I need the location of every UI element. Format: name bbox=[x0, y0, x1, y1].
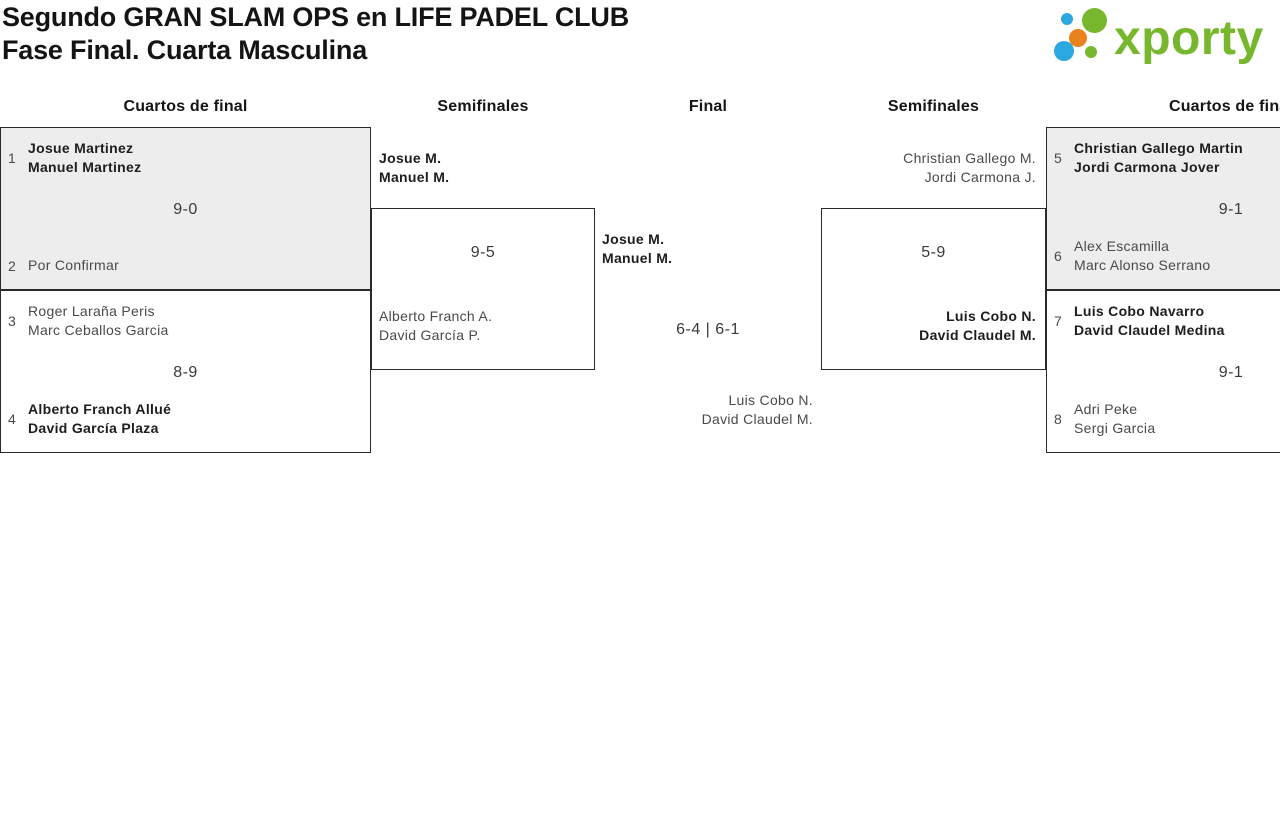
page-title: Segundo GRAN SLAM OPS en LIFE PADEL CLUB… bbox=[2, 1, 629, 67]
seed-number: 3 bbox=[8, 313, 17, 329]
team-entry: 5 Christian Gallego Martin Jordi Carmona… bbox=[1054, 139, 1280, 177]
player-name: Marc Alonso Serrano bbox=[1074, 257, 1211, 273]
team-entry: Josue M. Manuel M. bbox=[602, 230, 813, 268]
tournament-name: Segundo GRAN SLAM OPS en LIFE PADEL CLUB bbox=[2, 2, 630, 32]
logo-dot-icon bbox=[1069, 29, 1087, 47]
match-score: 9-1 bbox=[1218, 364, 1244, 381]
player-name: Josue Martinez bbox=[28, 140, 134, 156]
round-header-quarterfinals-left: Cuartos de final bbox=[123, 98, 248, 115]
team-entry: 6 Alex Escamilla Marc Alonso Serrano bbox=[1054, 237, 1280, 275]
match-score: 5-9 bbox=[921, 244, 946, 261]
player-name: David García P. bbox=[379, 327, 481, 343]
team-entry: Christian Gallego M. Jordi Carmona J. bbox=[829, 149, 1036, 187]
player-name: Manuel Martinez bbox=[28, 159, 142, 175]
phase-name: Fase Final. Cuarta Masculina bbox=[2, 35, 368, 65]
player-name: Christian Gallego M. bbox=[903, 150, 1036, 166]
match-final: Josue M. Manuel M. 6-4 | 6-1 Luis Cobo N… bbox=[595, 208, 821, 433]
player-name: Alberto Franch A. bbox=[379, 308, 493, 324]
seed-number: 4 bbox=[8, 411, 17, 427]
match-box-qf-4: 7 Luis Cobo Navarro David Claudel Medina… bbox=[1046, 290, 1280, 453]
round-header-semifinals-right: Semifinales bbox=[887, 98, 980, 115]
xporty-logo[interactable]: xporty bbox=[1048, 0, 1278, 72]
seed-number: 8 bbox=[1054, 411, 1063, 427]
team-entry: 7 Luis Cobo Navarro David Claudel Medina bbox=[1054, 302, 1280, 340]
round-header-quarterfinals-right: Cuartos de final bbox=[1168, 98, 1280, 115]
team-entry: 2 Por Confirmar bbox=[8, 256, 363, 275]
match-score: 9-0 bbox=[173, 201, 198, 218]
team-entry: 8 Adri Peke Sergi Garcia bbox=[1054, 400, 1280, 438]
player-name: David García Plaza bbox=[28, 420, 159, 436]
match-box-qf-2: 3 Roger Laraña Peris Marc Ceballos Garci… bbox=[0, 290, 371, 453]
player-name: Luis Cobo N. bbox=[728, 392, 813, 408]
team-entry: Luis Cobo N. David Claudel M. bbox=[602, 391, 813, 429]
seed-number: 1 bbox=[8, 150, 17, 166]
logo-dot-icon bbox=[1082, 8, 1107, 33]
player-name: Roger Laraña Peris bbox=[28, 303, 155, 319]
logo-dot-icon bbox=[1061, 13, 1073, 25]
player-name: Sergi Garcia bbox=[1074, 420, 1156, 436]
seed-number: 2 bbox=[8, 257, 17, 274]
team-entry: 4 Alberto Franch Allué David García Plaz… bbox=[8, 400, 363, 438]
player-name: Marc Ceballos Garcia bbox=[28, 322, 169, 338]
player-name: Christian Gallego Martin bbox=[1074, 140, 1243, 156]
player-name: Alberto Franch Allué bbox=[28, 401, 172, 417]
player-name: Adri Peke bbox=[1074, 401, 1138, 417]
player-name: Por Confirmar bbox=[28, 257, 120, 273]
seed-number: 6 bbox=[1054, 248, 1063, 264]
round-header-semifinals-left: Semifinales bbox=[437, 98, 529, 115]
match-score: 6-4 | 6-1 bbox=[676, 321, 740, 338]
team-entry: Luis Cobo N. David Claudel M. bbox=[829, 307, 1036, 345]
round-header-final: Final bbox=[688, 98, 728, 115]
match-score: 9-1 bbox=[1218, 201, 1244, 218]
player-name: Manuel M. bbox=[379, 169, 450, 185]
player-name: Jordi Carmona J. bbox=[924, 169, 1036, 185]
logo-dot-icon bbox=[1054, 41, 1074, 61]
player-name: Alex Escamilla bbox=[1074, 238, 1170, 254]
match-box-qf-3: 5 Christian Gallego Martin Jordi Carmona… bbox=[1046, 127, 1280, 290]
team-entry: 1 Josue Martinez Manuel Martinez bbox=[8, 139, 363, 177]
player-name: Luis Cobo Navarro bbox=[1074, 303, 1205, 319]
player-name: Manuel M. bbox=[602, 250, 673, 266]
logo-dot-icon bbox=[1085, 46, 1097, 58]
match-box-sf-right: Christian Gallego M. Jordi Carmona J. 5-… bbox=[821, 150, 1046, 370]
team-entry: Alberto Franch A. David García P. bbox=[379, 307, 585, 345]
logo-wordmark: xporty bbox=[1114, 12, 1264, 65]
match-score: 8-9 bbox=[173, 364, 198, 381]
seed-number: 5 bbox=[1054, 150, 1063, 166]
player-name: Jordi Carmona Jover bbox=[1074, 159, 1220, 175]
team-entry: Josue M. Manuel M. bbox=[379, 149, 585, 187]
match-box-qf-1: 1 Josue Martinez Manuel Martinez 9-0 2 P… bbox=[0, 127, 371, 290]
player-name: Josue M. bbox=[602, 231, 665, 247]
player-name: Luis Cobo N. bbox=[946, 308, 1036, 324]
player-name: David Claudel Medina bbox=[1074, 322, 1225, 338]
player-name: David Claudel M. bbox=[919, 327, 1036, 343]
team-entry: 3 Roger Laraña Peris Marc Ceballos Garci… bbox=[8, 302, 363, 340]
match-score: 9-5 bbox=[470, 244, 496, 261]
seed-number: 7 bbox=[1054, 313, 1063, 329]
player-name: Josue M. bbox=[379, 150, 442, 166]
match-box-sf-left: Josue M. Manuel M. 9-5 Alberto Franch A.… bbox=[371, 150, 595, 370]
player-name: David Claudel M. bbox=[701, 411, 813, 427]
